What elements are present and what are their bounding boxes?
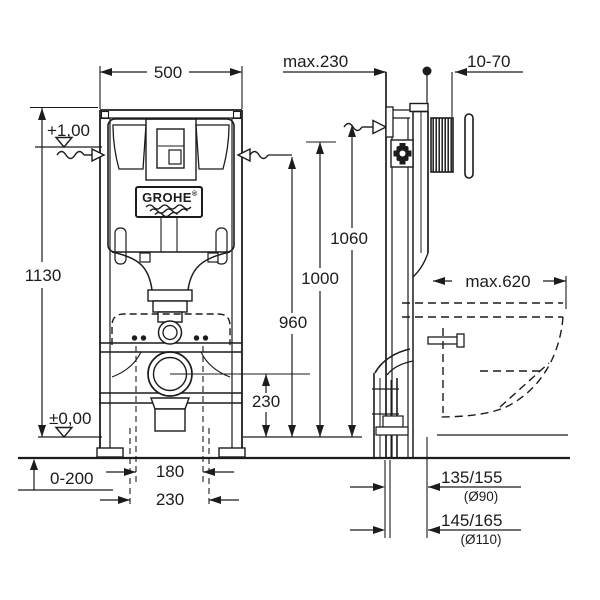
frame-profile xyxy=(385,72,429,457)
dim-180: 180 xyxy=(106,462,234,481)
dim-drain-offsets: 135/155 (Ø90) 145/165 (Ø110) xyxy=(350,437,521,547)
dim-230-bottom: 230 xyxy=(100,490,239,509)
dim-max230: max.230 xyxy=(283,52,386,76)
dim-500-label: 500 xyxy=(154,63,182,82)
datum-dot-icon xyxy=(422,66,432,76)
inspection-shaft xyxy=(145,118,197,181)
tank-wing-left xyxy=(112,124,147,170)
front-view: GROHE ® xyxy=(96,109,246,506)
corner-bracket-right xyxy=(232,110,242,120)
level-zero: ±0,00 xyxy=(38,409,362,439)
level-triangle-icon xyxy=(54,426,74,439)
dim-1130: 1130 xyxy=(25,106,98,437)
flush-sleeve-hatched xyxy=(430,117,454,173)
concealed-cistern xyxy=(107,118,235,265)
corner-bracket-left xyxy=(100,110,110,120)
foot-plate-right xyxy=(218,447,246,458)
dim-230-bottom-label: 230 xyxy=(156,490,184,509)
dim-230-drain: 230 xyxy=(170,373,310,437)
dim-1060-label: 1060 xyxy=(330,229,368,248)
inspection-window xyxy=(156,128,185,169)
side-view: max.230 10-70 xyxy=(283,52,568,547)
dim-135-155: 135/155 (Ø90) xyxy=(350,468,521,504)
fixing-bolts xyxy=(131,335,209,341)
level-plus100-label: +1,00 xyxy=(47,121,90,140)
dim-1000: 1000 xyxy=(301,141,339,437)
stud-centerlines xyxy=(129,346,210,506)
dim-max620: max.620 xyxy=(433,272,567,309)
open-arrow-icon xyxy=(91,147,106,163)
water-supply-arrow-left xyxy=(56,147,106,163)
wall-anchor-arrow xyxy=(343,119,388,135)
dim-dia110-label: (Ø110) xyxy=(460,532,501,547)
dim-1000-label: 1000 xyxy=(301,269,339,288)
dim-135-155-label: 135/155 xyxy=(441,468,502,487)
foot-plate-left xyxy=(96,447,124,458)
dim-500: 500 xyxy=(99,63,243,109)
wc-pan-dashed xyxy=(402,302,564,418)
dim-10-70-label: 10-70 xyxy=(467,52,510,71)
level-triangle-icon xyxy=(54,136,74,149)
valve-gear-icon xyxy=(393,143,412,165)
dim-10-70: 10-70 xyxy=(422,52,523,117)
dim-230-drain-label: 230 xyxy=(252,392,280,411)
dim-145-165: 145/165 (Ø110) xyxy=(350,511,521,547)
actuation-plate xyxy=(464,113,474,179)
dim-1060: 1060 xyxy=(330,125,368,437)
dim-1130-label: 1130 xyxy=(25,266,62,285)
dim-960-label: 960 xyxy=(279,313,307,332)
side-foot xyxy=(382,415,404,428)
registered-mark: ® xyxy=(192,190,198,198)
pan-outline-dashed xyxy=(111,313,231,345)
tank-wing-right xyxy=(195,124,230,170)
flush-pipe xyxy=(111,251,231,345)
drain-elbow xyxy=(372,348,414,457)
wall-bracket xyxy=(385,106,394,138)
dim-max620-label: max.620 xyxy=(465,272,530,291)
logo-waves xyxy=(145,204,192,210)
dim-960: 960 xyxy=(279,157,307,437)
level-plus100: +1,00 xyxy=(35,121,102,149)
grohe-logo: GROHE ® xyxy=(135,186,203,218)
water-supply-arrow-right xyxy=(236,147,292,163)
grohe-logo-text: GROHE xyxy=(142,190,192,205)
flush-bend xyxy=(157,320,183,345)
open-arrow-icon xyxy=(372,119,388,135)
dim-180-label: 180 xyxy=(156,462,184,481)
dim-0-200: 0-200 xyxy=(18,459,113,491)
level-zero-label: ±0,00 xyxy=(49,409,91,428)
dim-0-200-label: 0-200 xyxy=(50,469,93,488)
dimensions-front: 500 1130 +1,00 ±0,00 xyxy=(18,63,570,509)
dim-dia90-label: (Ø90) xyxy=(464,489,499,504)
dim-max230-label: max.230 xyxy=(283,52,348,71)
flush-valve-box xyxy=(390,139,414,168)
dim-145-165-label: 145/165 xyxy=(441,511,502,530)
